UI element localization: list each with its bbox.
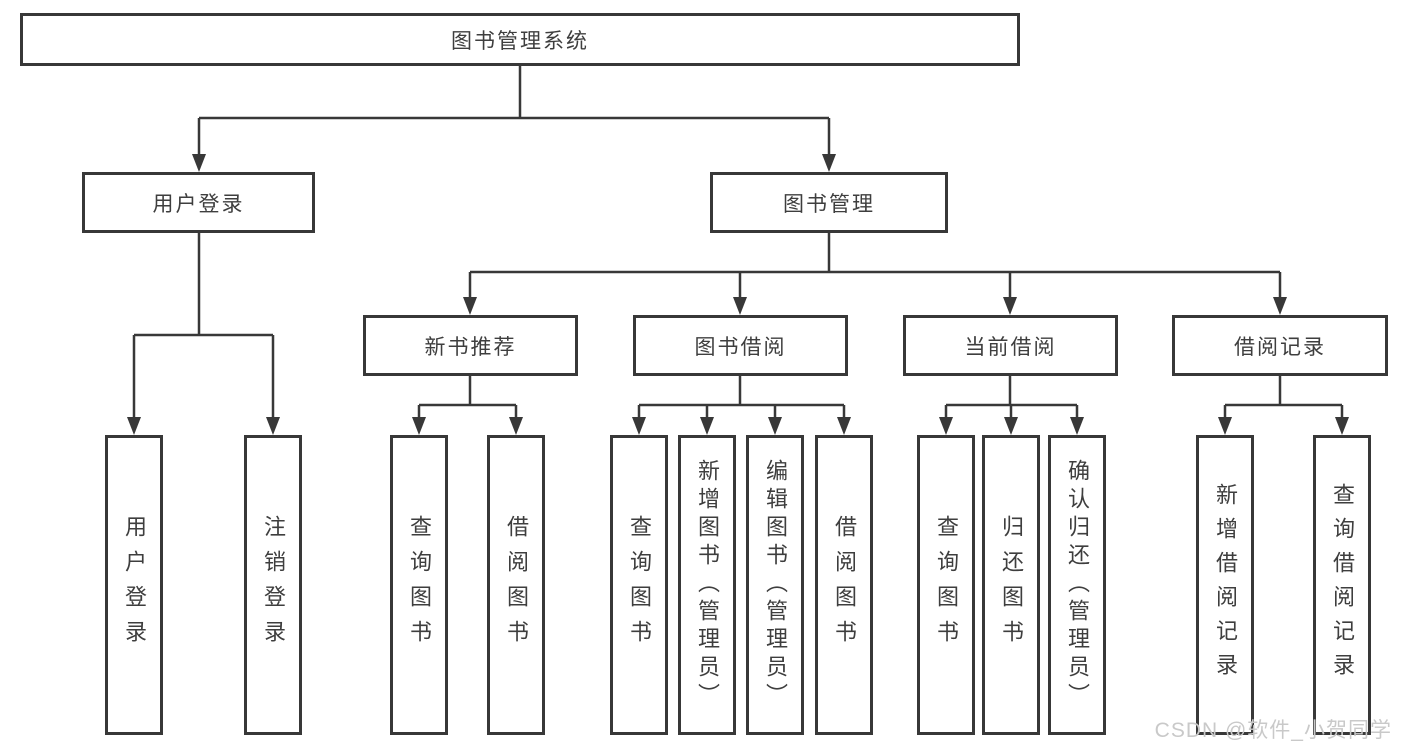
node-book-management: 图书管理 — [710, 172, 948, 233]
node-label: 新增图书（管理员） — [695, 459, 720, 711]
node-user-login: 用户登录 — [82, 172, 315, 233]
leaf-user-login: 用户登录 — [105, 435, 163, 735]
node-label: 图书借阅 — [694, 335, 787, 359]
node-label: 图书管理 — [783, 192, 875, 216]
node-label: 借阅图书 — [832, 515, 857, 655]
node-book-borrow: 图书借阅 — [633, 315, 848, 376]
node-label: 注销登录 — [261, 515, 286, 655]
node-label: 归还图书 — [999, 515, 1024, 655]
node-library-management-system: 图书管理系统 — [20, 13, 1020, 66]
leaf-add-borrow-record: 新增借阅记录 — [1196, 435, 1254, 735]
leaf-confirm-return-admin: 确认归还（管理员） — [1048, 435, 1106, 735]
node-label: 新书推荐 — [424, 335, 517, 359]
leaf-query-books: 查询图书 — [917, 435, 975, 735]
node-label: 借阅图书 — [504, 515, 529, 655]
csdn-watermark: CSDN @软件_小贺同学 — [1154, 719, 1392, 742]
leaf-query-borrow-record: 查询借阅记录 — [1313, 435, 1371, 735]
node-label: 用户登录 — [122, 515, 147, 655]
node-label: 借阅记录 — [1234, 335, 1326, 359]
node-label: 查询图书 — [627, 515, 652, 655]
node-label: 当前借阅 — [964, 335, 1057, 359]
node-label: 新增借阅记录 — [1213, 483, 1238, 687]
leaf-borrow-books: 借阅图书 — [487, 435, 545, 735]
node-label: 查询借阅记录 — [1330, 483, 1355, 687]
leaf-edit-books-admin: 编辑图书（管理员） — [746, 435, 804, 735]
node-label: 确认归还（管理员） — [1065, 459, 1090, 711]
leaf-query-books: 查询图书 — [390, 435, 448, 735]
leaf-add-books-admin: 新增图书（管理员） — [678, 435, 736, 735]
node-borrow-records: 借阅记录 — [1172, 315, 1388, 376]
node-label: 用户登录 — [152, 192, 245, 216]
node-label: 查询图书 — [934, 515, 959, 655]
leaf-borrow-books: 借阅图书 — [815, 435, 873, 735]
node-label: 图书管理系统 — [451, 29, 589, 53]
node-current-borrow: 当前借阅 — [903, 315, 1118, 376]
leaf-return-books: 归还图书 — [982, 435, 1040, 735]
leaf-logout: 注销登录 — [244, 435, 302, 735]
leaf-query-books: 查询图书 — [610, 435, 668, 735]
node-label: 查询图书 — [407, 515, 432, 655]
node-label: 编辑图书（管理员） — [763, 459, 788, 711]
node-new-book-recommend: 新书推荐 — [363, 315, 578, 376]
